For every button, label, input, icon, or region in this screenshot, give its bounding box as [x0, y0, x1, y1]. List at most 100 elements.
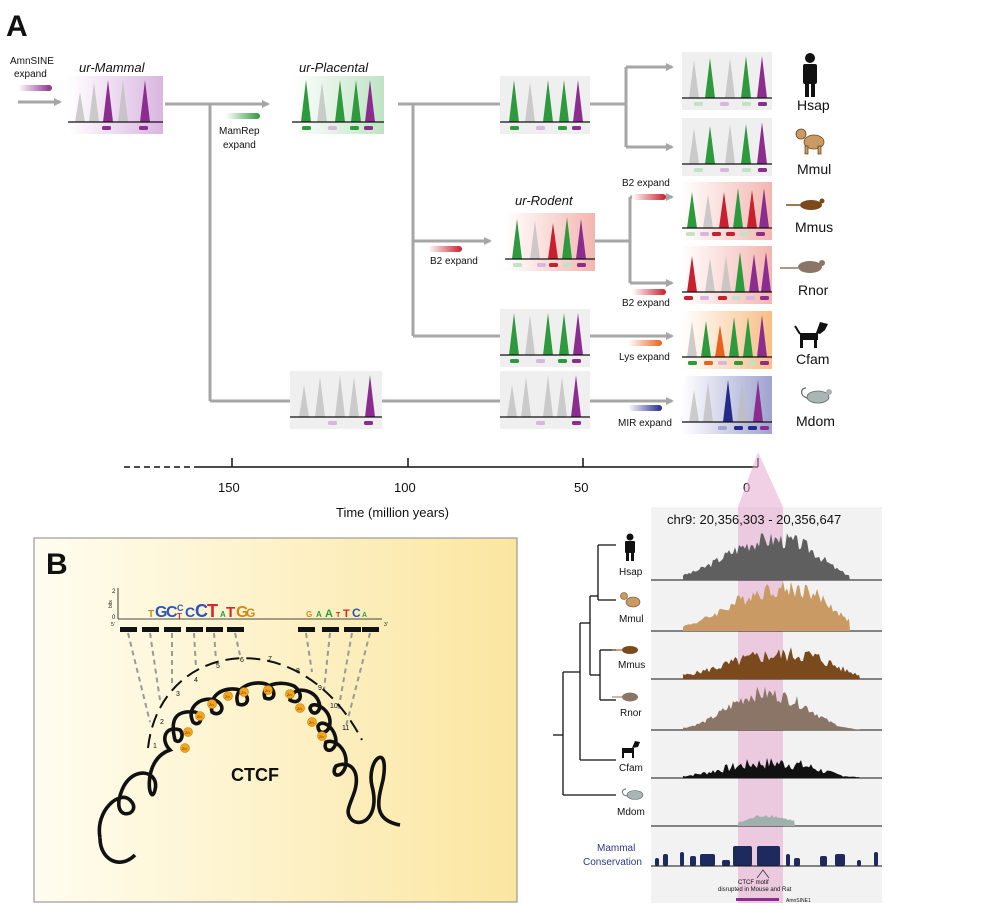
svg-text:T: T	[226, 604, 235, 621]
genome-box-mmul	[682, 118, 772, 176]
zinc-ion-label: Zn	[197, 714, 202, 719]
svg-text:expand: expand	[14, 69, 47, 80]
repeat-marker	[726, 232, 735, 236]
zinc-ion	[195, 711, 205, 721]
phylogeny-connectors	[18, 63, 674, 405]
svg-text:3': 3'	[384, 622, 388, 628]
genome-box-mdom	[682, 376, 772, 434]
svg-text:Mmul: Mmul	[619, 614, 643, 625]
repeat-peak	[729, 317, 739, 357]
species-cfam: Cfam	[794, 322, 829, 367]
repeat-peak	[525, 315, 535, 355]
repeat-marker	[756, 232, 765, 236]
opossum-icon	[621, 788, 644, 800]
svg-text:Cfam: Cfam	[619, 763, 643, 774]
repeat-marker	[328, 421, 337, 425]
signal-track-hsap	[683, 533, 850, 580]
repeat-marker	[700, 296, 709, 300]
ctcf-label: CTCF	[231, 765, 279, 785]
svg-text:0: 0	[112, 615, 116, 621]
genome-box-rnor	[682, 246, 772, 304]
repeat-peak	[725, 58, 735, 98]
triplet-bar	[344, 627, 361, 632]
repeat-marker	[558, 126, 567, 130]
svg-text:5': 5'	[111, 622, 115, 628]
repeat-peak	[759, 188, 769, 228]
repeat-marker	[748, 361, 757, 365]
zinc-ion-label: Zn	[297, 706, 302, 711]
repeat-marker	[536, 126, 545, 130]
repeat-marker	[760, 426, 769, 430]
triplet-bar	[227, 627, 244, 632]
repeat-peak	[687, 256, 697, 292]
species-mdom: Mdom	[796, 387, 835, 429]
repeat-peak	[705, 258, 715, 292]
svg-text:2: 2	[112, 589, 116, 595]
triplet-bar	[206, 627, 223, 632]
repeat-peak	[741, 124, 751, 164]
repeat-marker	[536, 421, 545, 425]
repeat-peak	[747, 190, 757, 228]
repeat-marker	[684, 296, 693, 300]
repeat-marker	[746, 296, 755, 300]
repeat-marker	[694, 168, 703, 172]
ctcf-n-terminus	[98, 837, 137, 864]
repeat-marker	[302, 126, 311, 130]
conservation-block	[655, 858, 659, 866]
repeat-marker	[704, 361, 713, 365]
svg-text:B2 expand: B2 expand	[430, 256, 478, 267]
repeat-marker	[328, 126, 337, 130]
repeat-marker	[700, 232, 709, 236]
opossum-icon	[800, 387, 832, 404]
repeat-peak	[562, 217, 572, 259]
svg-text:Mmus: Mmus	[795, 219, 833, 235]
zinc-finger-number: 4	[194, 677, 198, 684]
repeat-peak	[705, 126, 715, 164]
tree-label-mmus: Mmus	[612, 646, 645, 671]
zinc-ion-label: Zn	[182, 746, 187, 751]
event-mamrep: MamRep expand	[219, 113, 260, 151]
dog-icon	[622, 741, 640, 758]
repeat-peak	[543, 375, 553, 417]
repeat-peak	[689, 60, 699, 98]
repeat-marker	[139, 126, 148, 130]
event-b2-mmus: B2 expand	[622, 178, 670, 200]
species-tree	[553, 544, 616, 796]
repeat-peak	[687, 192, 697, 228]
repeat-peak	[559, 313, 569, 355]
zinc-finger-number: 7	[268, 656, 272, 663]
zinc-ion-label: Zn	[265, 688, 270, 693]
repeat-peak	[103, 80, 113, 122]
repeat-marker	[742, 168, 751, 172]
human-icon	[803, 53, 817, 97]
repeat-peak	[721, 256, 731, 292]
svg-text:G: G	[236, 604, 248, 621]
svg-text:C: C	[352, 606, 361, 620]
triplet-bar	[164, 627, 181, 632]
repeat-peak	[743, 317, 753, 357]
genome-box-marsupial-ancestor-2	[500, 371, 590, 429]
species-mmul: Mmul	[795, 128, 831, 177]
panel-b-letter: B	[46, 548, 68, 581]
signal-track-cfam	[683, 757, 860, 778]
svg-text:Mmul: Mmul	[797, 161, 831, 177]
tree-label-mmul: Mmul	[619, 592, 643, 625]
macaque-icon	[620, 592, 641, 608]
zinc-finger-triplet-links	[120, 627, 379, 731]
event-lys: Lys expand	[619, 340, 670, 363]
genome-box-hsap	[682, 52, 772, 110]
conservation-block	[680, 852, 684, 866]
svg-text:B2 expand: B2 expand	[622, 298, 670, 309]
conservation-block	[733, 846, 752, 866]
svg-text:AmnSINE: AmnSINE	[10, 56, 54, 67]
repeat-marker	[734, 361, 743, 365]
zinc-ion	[317, 731, 327, 741]
triplet-bar	[142, 627, 159, 632]
triplet-bar	[120, 627, 137, 632]
label-ur-mammal: ur-Mammal	[79, 60, 146, 75]
conservation-label-line1: Mammal	[597, 843, 635, 854]
panel-b-frame	[33, 537, 518, 903]
repeat-peak	[349, 377, 359, 417]
svg-text:expand: expand	[223, 140, 256, 151]
repeat-peak	[299, 385, 309, 417]
